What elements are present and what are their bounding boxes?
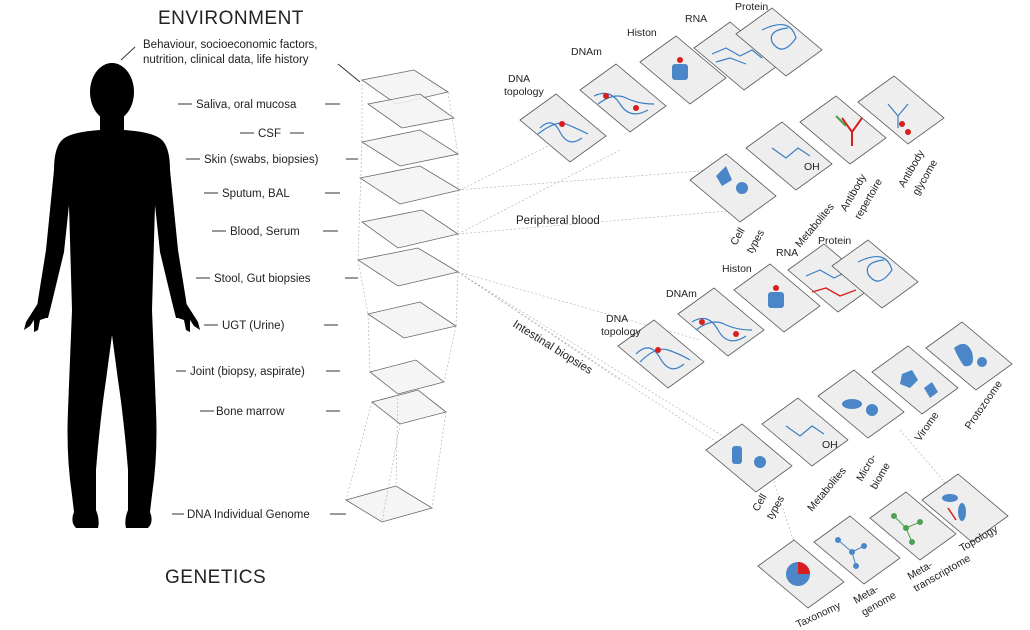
ib-tile-dnam	[677, 287, 765, 357]
sample-label-skin: Skin (swabs, biopsies)	[204, 154, 319, 166]
environment-factors-line-1: Behaviour, socioeconomic factors,	[143, 39, 318, 51]
pb-label-cell-types-2: types	[744, 228, 767, 256]
sample-label-joint: Joint (biopsy, aspirate)	[190, 366, 305, 378]
sample-layer-stack	[345, 69, 462, 523]
environment-heading: ENVIRONMENT	[158, 8, 304, 29]
ib-label-dna-topology-2: topology	[601, 326, 641, 338]
pb-label-protein: Protein	[735, 1, 768, 13]
panel-connectors	[457, 139, 961, 561]
pb-tile-protein	[735, 7, 823, 77]
ib-tile-histon	[733, 263, 821, 333]
ib-label-dnam: DNAm	[666, 288, 697, 300]
ib-label-virome: Virome	[913, 410, 942, 444]
pb-tile-dna-topology	[519, 93, 607, 163]
sample-label-blood: Blood, Serum	[230, 226, 300, 238]
human-silhouette	[24, 63, 200, 528]
pb-tile-histon	[639, 35, 727, 105]
environment-leader-right	[337, 63, 361, 83]
pb-tile-metabolites: OH	[745, 121, 833, 191]
ib-tile-topology	[921, 473, 1009, 543]
ib-tile-protein	[831, 239, 919, 309]
pb-oh-label: OH	[804, 161, 820, 173]
sample-label-bone-marrow: Bone marrow	[216, 406, 285, 418]
sample-label-saliva: Saliva, oral mucosa	[196, 99, 297, 111]
sample-label-ugt: UGT (Urine)	[222, 320, 285, 332]
pb-tile-cell-types	[689, 153, 777, 223]
pb-label-dna-topology: DNA	[508, 73, 530, 85]
pb-tile-dnam	[579, 63, 667, 133]
ib-label-metabolites: Metabolites	[805, 465, 849, 514]
ib-label-rna: RNA	[776, 247, 798, 259]
environment-leader-left	[120, 46, 136, 61]
ib-tile-virome	[871, 345, 959, 415]
ib-tile-protozoome	[925, 321, 1013, 391]
pb-label-cell-types: Cell	[728, 226, 747, 248]
sample-label-csf: CSF	[258, 128, 281, 140]
ib-label-protein: Protein	[818, 235, 851, 247]
environment-factors-line-2: nutrition, clinical data, life history	[143, 54, 309, 66]
ib-tile-metatranscriptome	[869, 491, 957, 561]
pb-tile-antibody-glycome	[857, 75, 945, 145]
sample-labels: Saliva, oral mucosa CSF Skin (swabs, bio…	[172, 99, 358, 521]
ib-tile-dna-topology	[617, 319, 705, 389]
intestinal-biopsies-label: Intestinal biopsies	[510, 318, 594, 377]
sample-label-stool: Stool, Gut biopsies	[214, 273, 311, 285]
sample-label-genome: DNA Individual Genome	[187, 509, 310, 521]
pb-label-dnam: DNAm	[571, 46, 602, 58]
ib-label-taxonomy: Taxonomy	[794, 599, 843, 630]
ib-tile-microbiome	[817, 369, 905, 439]
pb-label-rna: RNA	[685, 13, 707, 25]
pb-label-histon: Histon	[627, 27, 657, 39]
ib-oh-label: OH	[822, 439, 838, 451]
pb-tile-antibody-repertoire	[799, 95, 887, 165]
ib-tile-metabolites: OH	[761, 397, 849, 467]
ib-tile-taxonomy	[757, 539, 845, 609]
pb-label-dna-topology-2: topology	[504, 86, 544, 98]
ib-tile-cell-types	[705, 423, 793, 493]
ib-label-histon: Histon	[722, 263, 752, 275]
sample-label-sputum: Sputum, BAL	[222, 188, 290, 200]
peripheral-blood-label: Peripheral blood	[516, 215, 600, 227]
genetics-heading: GENETICS	[165, 567, 266, 588]
ib-label-protozoome: Protozoome	[963, 378, 1005, 431]
ib-label-dna-topology: DNA	[606, 313, 628, 325]
ib-tile-metagenome	[813, 515, 901, 585]
